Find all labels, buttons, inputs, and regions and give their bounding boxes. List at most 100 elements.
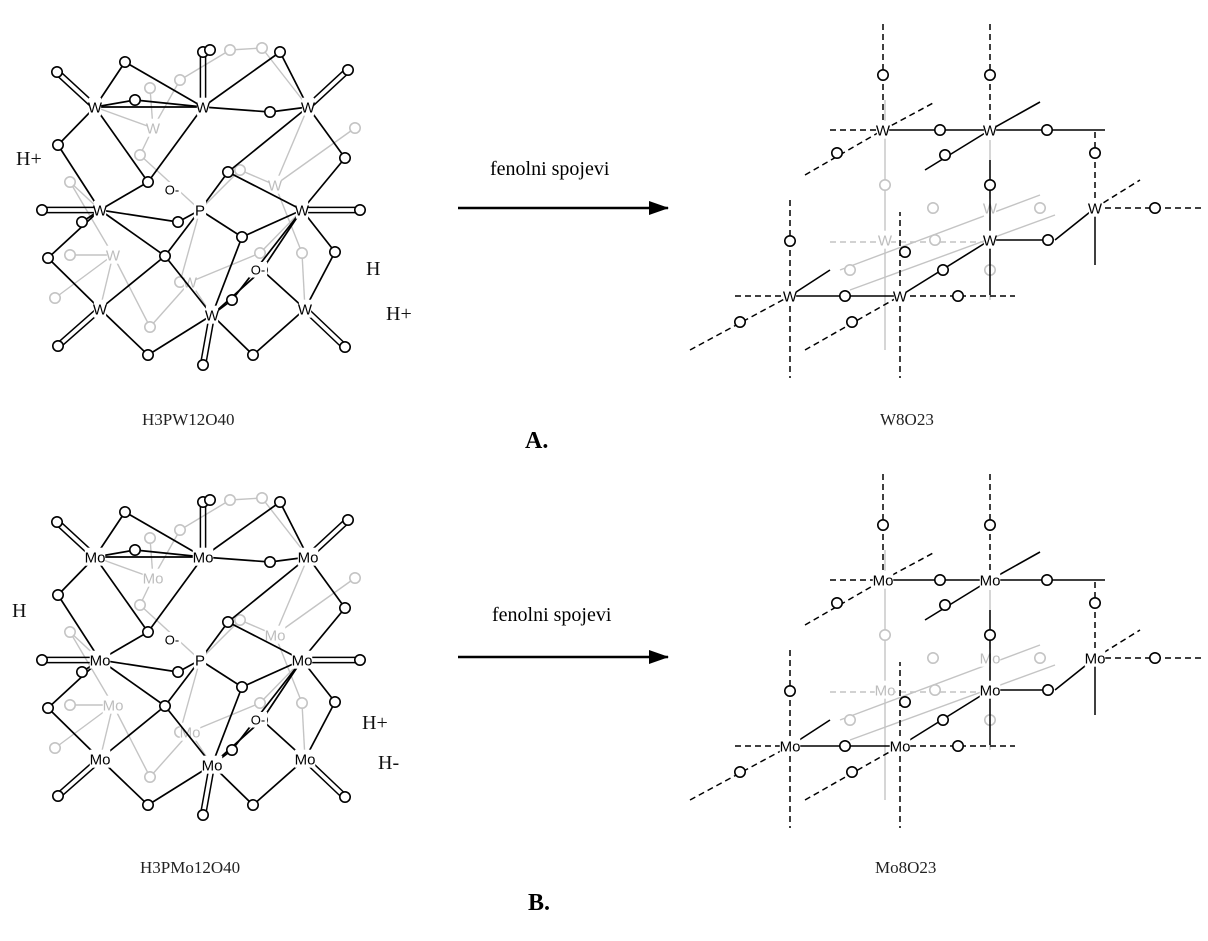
oxygen-atom xyxy=(338,152,351,165)
atom-label-bg xyxy=(88,97,102,116)
atom-label-bg xyxy=(297,547,319,566)
oxygen-atom xyxy=(41,701,54,714)
atom-label-bg xyxy=(874,680,896,699)
back-bond xyxy=(301,702,306,760)
bond xyxy=(227,556,309,623)
oxygen-atom xyxy=(353,204,366,217)
oxygen-atom xyxy=(197,808,210,821)
oxygen-atom xyxy=(119,505,132,518)
oxygen-atom xyxy=(733,315,746,328)
oxygen-atom xyxy=(830,147,843,160)
metal-atom: Mo xyxy=(90,751,111,768)
bond xyxy=(99,705,166,760)
atom-label-bg xyxy=(248,261,268,278)
bond xyxy=(57,594,101,661)
atom-label-bg xyxy=(1088,198,1102,217)
oxygen-atom xyxy=(255,41,268,54)
bond xyxy=(199,659,243,688)
bond xyxy=(99,659,179,673)
back-bond xyxy=(839,194,1041,271)
atom-label-bg xyxy=(1084,648,1106,667)
back-bond xyxy=(261,47,309,108)
bond xyxy=(211,236,243,316)
atom-label-bg xyxy=(89,650,111,669)
metal-atom: W xyxy=(196,99,211,116)
oxygen-atom xyxy=(134,149,147,162)
lattice-bond xyxy=(804,129,884,176)
lattice-bond xyxy=(689,745,791,801)
bond xyxy=(199,209,243,238)
oxygen-atom xyxy=(983,628,996,641)
bond xyxy=(202,501,281,558)
oxygen-atom xyxy=(226,293,239,306)
double-bond xyxy=(55,306,99,345)
phosphorus-atom: P xyxy=(195,202,205,219)
oxygen-atom xyxy=(983,179,996,192)
oxygen-atom xyxy=(1089,596,1102,609)
back-bond xyxy=(274,577,356,636)
atom-label-bg xyxy=(301,97,315,116)
oxygen-atom xyxy=(64,176,77,189)
lattice-bond xyxy=(689,295,791,351)
oxygen-atom xyxy=(119,55,132,68)
oxygen-atom xyxy=(328,695,341,708)
oxygen-atom xyxy=(254,696,267,709)
metal-atom: W xyxy=(298,301,313,318)
phosphorus-atom: P xyxy=(195,652,205,669)
back-bond xyxy=(112,254,151,328)
oxygen-atom xyxy=(733,765,746,778)
oxygen-atom xyxy=(843,263,856,276)
back-bond xyxy=(839,644,1041,721)
oxygen-atom xyxy=(295,247,308,260)
bond xyxy=(99,255,166,310)
oxygen-atom xyxy=(224,43,237,56)
oxygen-atom xyxy=(295,696,308,709)
oxygen-atom xyxy=(172,665,185,678)
atom-label-bg xyxy=(983,120,997,139)
oxygen-atom xyxy=(983,518,996,531)
lattice-bond xyxy=(804,579,884,626)
bond xyxy=(231,659,303,751)
metal-atom: Mo xyxy=(980,682,1001,699)
oxygen-atom xyxy=(247,348,260,361)
lattice-bond xyxy=(1054,207,1096,241)
oxygen-atom xyxy=(933,573,946,586)
oxygen-atom xyxy=(174,523,187,536)
back-bond xyxy=(274,556,309,636)
oxygen-atom xyxy=(159,699,172,712)
atom-label-bg xyxy=(201,755,223,774)
bond xyxy=(227,106,309,173)
proton-label-b-2: H+ xyxy=(362,712,388,734)
oxygen-atom xyxy=(234,164,247,177)
product-formula-a: W8O23 xyxy=(880,410,934,429)
oxygen-atom xyxy=(1149,202,1162,215)
oxygen-atom xyxy=(174,74,187,87)
atom-label-bg xyxy=(106,245,120,264)
bond xyxy=(202,556,271,563)
oxygen-atom xyxy=(222,166,235,179)
bond xyxy=(134,99,204,108)
oxygen-atom xyxy=(50,515,63,528)
atom-label-bg xyxy=(93,200,107,219)
oxygen-atom xyxy=(50,66,63,79)
oxygen-atom xyxy=(273,45,286,58)
oxygen-atom xyxy=(76,665,89,678)
oxygen-atom xyxy=(783,235,796,248)
metal-atom: Mo xyxy=(202,757,223,774)
bond xyxy=(301,157,346,211)
back-bond xyxy=(274,127,356,186)
metal-atom: Mo xyxy=(295,751,316,768)
back-metal-atom: Mo xyxy=(103,697,124,714)
oxygen-atom xyxy=(926,651,939,664)
metal-atom: W xyxy=(876,122,891,139)
oxygen-atom xyxy=(938,149,951,162)
atom-label-bg xyxy=(192,547,214,566)
atom-label-bg xyxy=(193,650,207,669)
lattice-bond xyxy=(924,579,991,621)
atom-label-bg xyxy=(878,230,892,249)
atom-label-bg xyxy=(264,625,286,644)
atom-label-bg xyxy=(248,711,268,728)
metal-atom: Mo xyxy=(890,738,911,755)
